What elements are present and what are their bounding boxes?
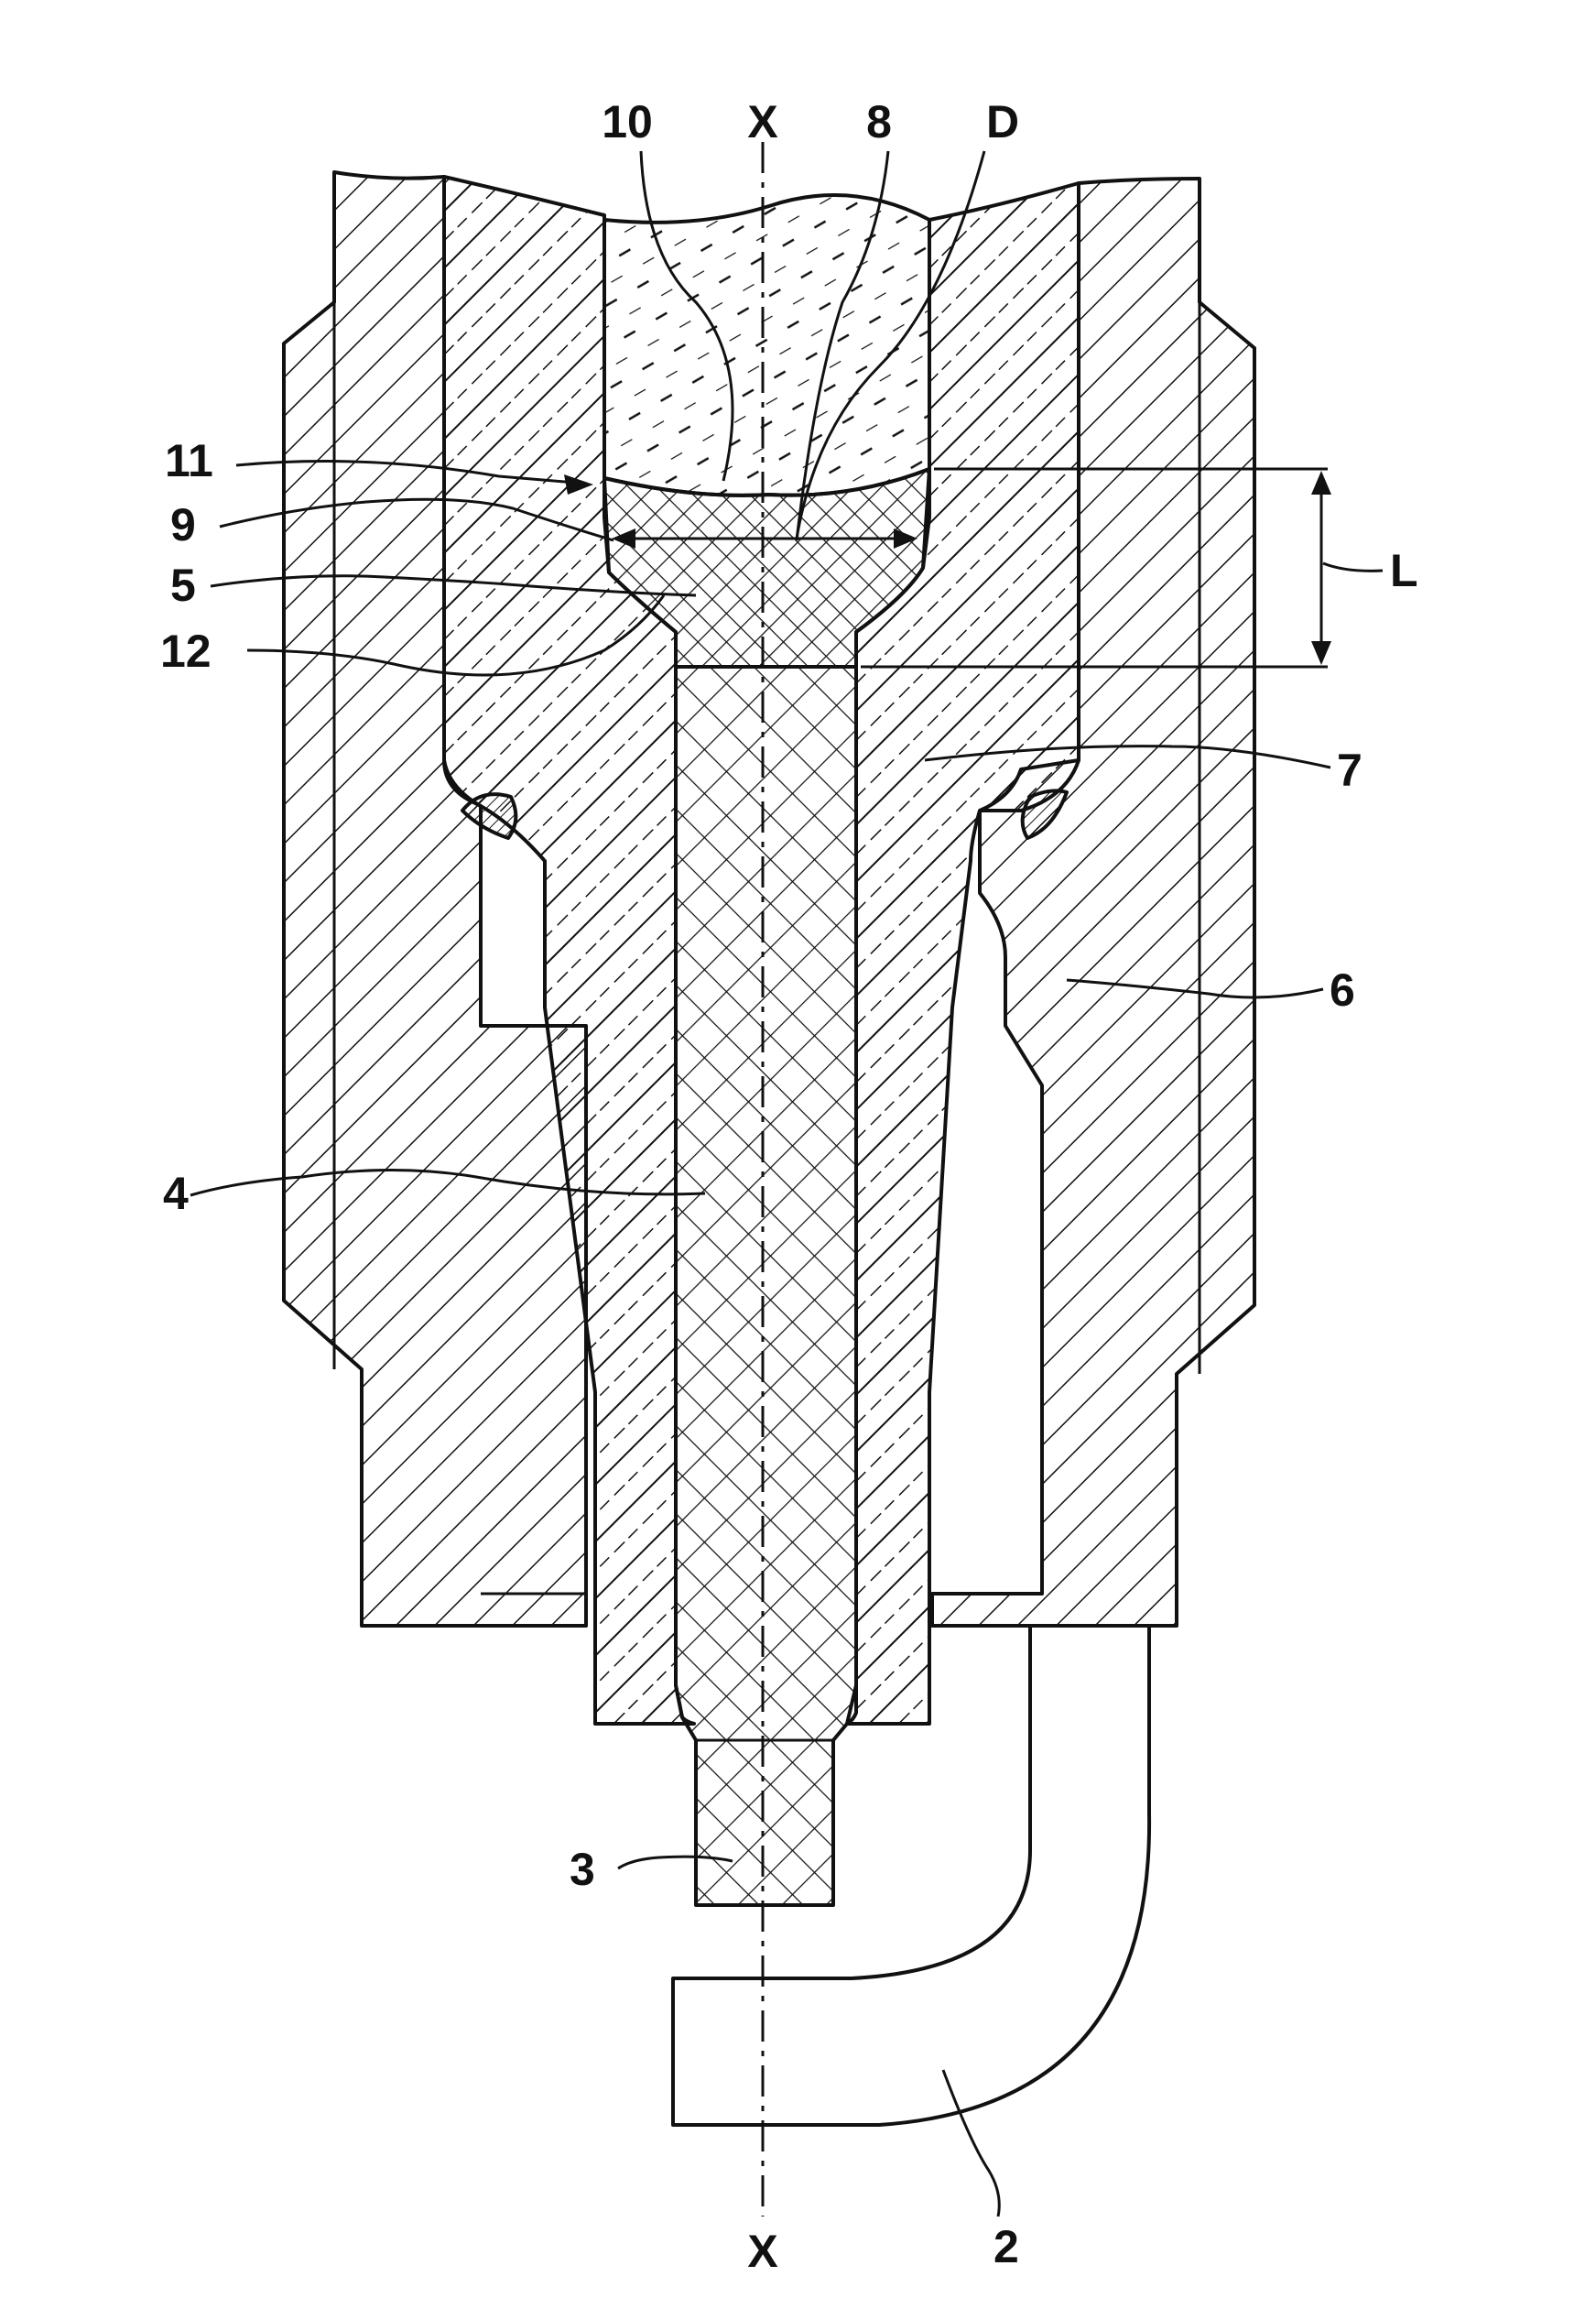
- label-9: 9: [170, 499, 196, 550]
- label-7: 7: [1337, 745, 1363, 796]
- label-11: 11: [165, 435, 213, 486]
- label-axis-top: X: [747, 96, 777, 147]
- label-8: 8: [866, 96, 892, 147]
- label-axis-bottom: X: [747, 2226, 777, 2277]
- center-electrode-4: [676, 667, 856, 1905]
- label-10: 10: [602, 96, 653, 147]
- label-3: 3: [570, 1844, 595, 1895]
- label-6: 6: [1330, 964, 1355, 1016]
- label-4: 4: [163, 1168, 189, 1219]
- label-12: 12: [160, 626, 212, 677]
- glass-seal-8: [604, 195, 929, 496]
- label-D: D: [986, 96, 1019, 147]
- label-2: 2: [993, 2221, 1019, 2272]
- label-L: L: [1390, 545, 1418, 596]
- label-5: 5: [170, 560, 196, 611]
